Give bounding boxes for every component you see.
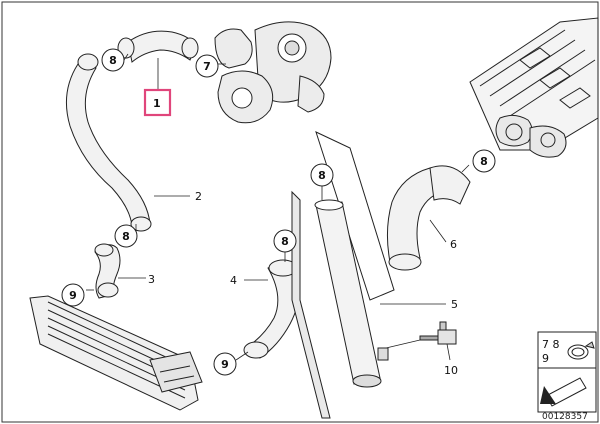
circled-callout-8a[interactable]: 8 (101, 48, 125, 72)
svg-text:8: 8 (281, 235, 289, 248)
svg-text:8: 8 (109, 54, 117, 67)
hose-part-1 (117, 30, 199, 63)
callout-5[interactable]: 5 (451, 298, 458, 311)
hose-clamp-icon (567, 341, 595, 360)
legend-line-2: 9 (542, 352, 549, 365)
svg-text:9: 9 (221, 358, 229, 371)
callout-4[interactable]: 4 (230, 274, 237, 287)
callout-6[interactable]: 6 (450, 238, 457, 251)
arrow-icon (540, 377, 587, 407)
turbocharger (214, 21, 332, 124)
intercooler (29, 295, 203, 411)
circled-callout-8e[interactable]: 8 (114, 224, 138, 248)
tube-part-5 (291, 131, 395, 419)
circled-callout-8d[interactable]: 8 (273, 229, 297, 253)
intake-manifold (469, 17, 599, 158)
svg-text:8: 8 (480, 155, 488, 168)
callout-10[interactable]: 10 (444, 364, 458, 377)
sensor-part-10 (419, 321, 457, 345)
callout-1[interactable]: 1 (153, 97, 161, 110)
leader-lines (86, 53, 470, 361)
hose-part-6 (386, 165, 471, 271)
callout-2[interactable]: 2 (195, 190, 202, 203)
legend-line-1: 7 8 (542, 338, 560, 351)
reference-number: 00128357 (542, 412, 588, 422)
svg-text:9: 9 (69, 289, 77, 302)
circled-callout-8c[interactable]: 8 (310, 163, 334, 187)
circled-callout-7[interactable]: 7 (195, 54, 219, 78)
legend-box: 7 8 9 (537, 331, 597, 413)
svg-text:8: 8 (122, 230, 130, 243)
svg-text:7: 7 (203, 60, 211, 73)
svg-text:8: 8 (318, 169, 326, 182)
callout-3[interactable]: 3 (148, 273, 155, 286)
part-1-highlight-box (143, 88, 172, 117)
circled-callout-9a[interactable]: 9 (61, 283, 85, 307)
hose-part-3 (94, 243, 121, 299)
circled-callout-8b[interactable]: 8 (472, 149, 496, 173)
circled-callout-9b[interactable]: 9 (213, 352, 237, 376)
